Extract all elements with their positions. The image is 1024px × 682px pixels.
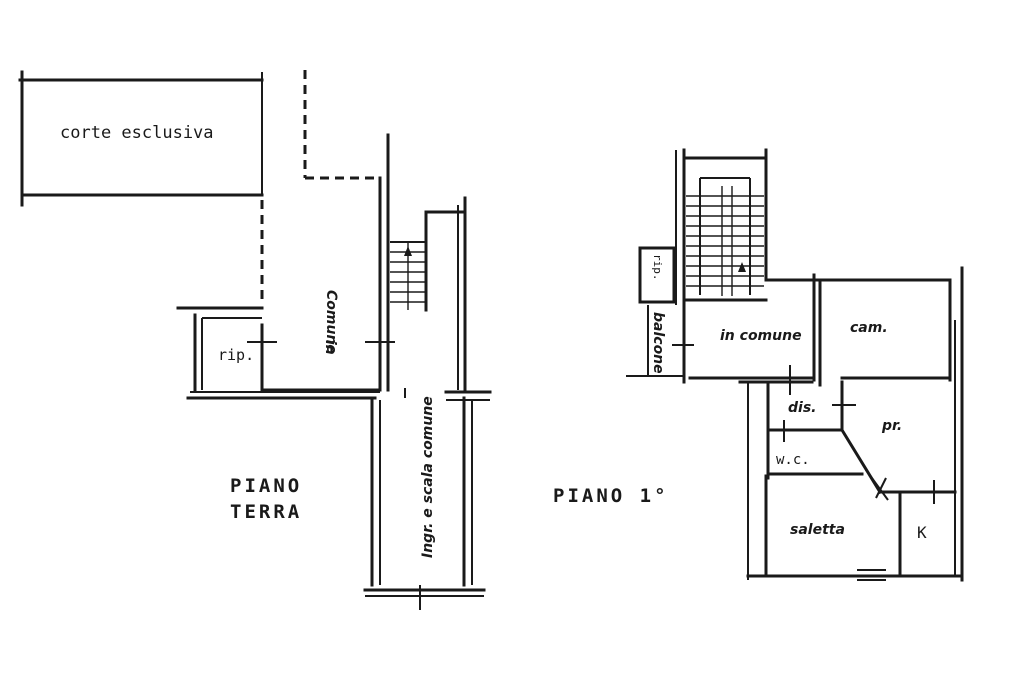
common-area-ground: Comune in [247, 70, 395, 392]
bedroom: cam. [818, 278, 952, 387]
kitchen-label: K [917, 523, 927, 542]
first-floor-plan: rip. balcone in comune cam. [553, 148, 964, 582]
bathroom: w.c. [766, 430, 864, 480]
bathroom-label: w.c. [776, 452, 810, 468]
balcony-label: balcone [650, 312, 666, 374]
bedroom-label: cam. [850, 320, 888, 336]
kitchen: K [917, 523, 927, 542]
storage-room-ground: rip. [176, 306, 380, 400]
staircase-first [675, 148, 768, 384]
hallway-label: dis. [788, 400, 816, 416]
ground-floor-title-line2: TERRA [230, 501, 302, 523]
courtyard-label: corte esclusiva [60, 123, 214, 143]
common-landing-first: in comune [682, 273, 952, 395]
living-room-label: saletta [790, 522, 845, 538]
common-landing-label: in comune [720, 328, 802, 344]
entrance-corridor-label: Ingr. e scala comune [420, 396, 436, 558]
ground-floor-title-line1: PIANO [230, 475, 302, 497]
common-area-label-2: Comune [323, 290, 339, 354]
first-floor-title: PIANO 1° [553, 485, 669, 507]
storage-balcony-first: rip. balcone [626, 246, 694, 377]
storage-label-first: rip. [651, 254, 664, 281]
ground-floor-plan: corte esclusiva Comune in rip. [18, 70, 492, 610]
hallway: dis. [738, 380, 856, 442]
staircase-ground [390, 210, 467, 312]
courtyard-area: corte esclusiva [18, 70, 264, 207]
main-room: pr. [839, 418, 957, 504]
entrance-corridor: Ingr. e scala comune [363, 196, 492, 610]
storage-label-ground: rip. [218, 346, 254, 364]
living-room: saletta [746, 382, 964, 581]
common-area-label-1: in [322, 340, 338, 355]
main-room-label: pr. [881, 418, 902, 434]
